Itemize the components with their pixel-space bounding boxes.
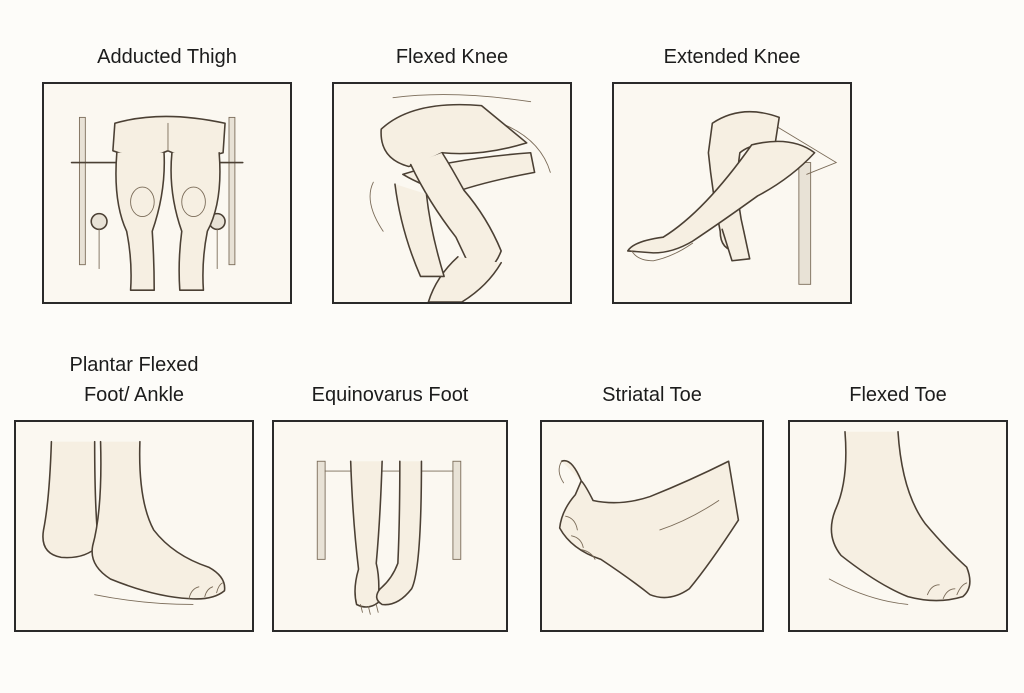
panel-equinovarus-foot: Equinovarus Foot <box>272 380 508 632</box>
panel-adducted-thigh: Adducted Thigh <box>42 42 292 304</box>
plantar-flexed-illustration <box>42 440 226 605</box>
panel-title-line: Striatal Toe <box>602 384 702 406</box>
flexed-toe-illustration <box>828 431 971 605</box>
illustration-frame <box>540 420 764 632</box>
panel-title: Flexed Toe <box>788 380 1008 410</box>
panel-title-line: Foot/ Ankle <box>83 384 185 406</box>
panel-title-line: Extended Knee <box>663 46 801 68</box>
illustration-frame <box>332 82 572 304</box>
panel-extended-knee: Extended Knee <box>612 42 852 304</box>
striatal-toe-illustration <box>558 459 740 599</box>
panel-title: Flexed Knee <box>332 42 572 72</box>
panel-title: Extended Knee <box>612 42 852 72</box>
panel-plantar-flexed: Plantar Flexed Foot/ Ankle <box>14 350 254 632</box>
panel-flexed-toe: Flexed Toe <box>788 380 1008 632</box>
illustration-frame <box>42 82 292 304</box>
illustration-frame <box>14 420 254 632</box>
panel-title-line: Flexed Knee <box>395 46 509 68</box>
panel-title: Adducted Thigh <box>42 42 292 72</box>
panel-title: Plantar Flexed Foot/ Ankle <box>14 350 254 410</box>
flexed-knee-illustration <box>369 94 551 302</box>
panel-striatal-toe: Striatal Toe <box>540 380 764 632</box>
illustration-frame <box>612 82 852 304</box>
illustration-frame <box>788 420 1008 632</box>
panel-title: Striatal Toe <box>540 380 764 410</box>
panel-title: Equinovarus Foot <box>272 380 508 410</box>
panel-title-line: Flexed Toe <box>849 384 947 406</box>
extended-knee-illustration <box>626 110 838 285</box>
panel-title-line: Adducted Thigh <box>97 46 237 68</box>
panel-flexed-knee: Flexed Knee <box>332 42 572 304</box>
panel-title-line: Equinovarus Foot <box>311 384 469 406</box>
panel-title-line: Plantar Flexed <box>69 354 199 376</box>
adducted-thigh-illustration <box>70 115 244 292</box>
illustration-frame <box>272 420 508 632</box>
equinovarus-foot-illustration <box>316 460 462 615</box>
